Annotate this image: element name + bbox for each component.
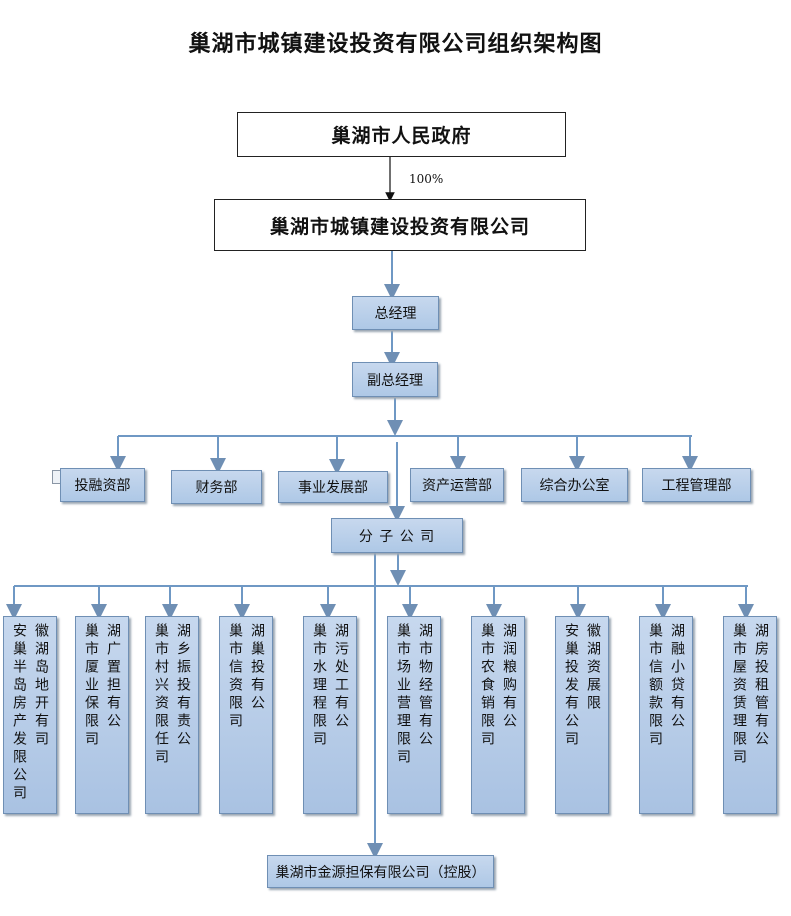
subsidiary-label-col1: 湖污处工有公 [333,623,349,731]
department-label: 资产运营部 [422,478,492,494]
deputy-general-manager-node: 副总经理 [352,362,438,397]
government-label: 巢湖市人民政府 [331,125,472,147]
subsidiary-node: 湖市物经管有公 巢市场业营理限司 [387,616,441,814]
subsidiary-label-col1: 湖巢投有公 [249,623,265,713]
department-label: 工程管理部 [661,478,732,494]
subsidiary-label-col1: 湖融小贷有公 [669,623,685,731]
deputy-general-manager-label: 副总经理 [367,372,423,389]
company-node: 巢湖市城镇建设投资有限公司 [214,199,586,251]
branch-label: 分 子 公 司 [358,528,436,545]
department-node: 投融资部 [60,468,145,502]
subsidiary-label-col2: 巢市屋资赁理限司 [731,623,747,767]
subsidiary-node: 湖污处工有公 巢市水理程限司 [303,616,357,814]
subsidiary-node: 徽湖资展限 安巢投发有公司 [555,616,609,814]
subsidiary-label-col1: 湖房投租管有公 [753,623,769,749]
ownership-label: 100% [409,172,444,186]
subsidiary-node: 湖融小贷有公 巢市信额款限司 [639,616,693,814]
holding-company-node: 巢湖市金源担保有限公司（控股） [267,855,494,888]
subsidiary-label-col1: 湖广置担有公 [105,623,121,731]
department-node: 综合办公室 [521,468,628,502]
subsidiary-label-col1: 湖乡振投有责公 [175,623,191,749]
general-manager-node: 总经理 [352,296,439,330]
subsidiary-label-col2: 安巢半岛房产发限公司 [11,623,27,803]
holding-company-label: 巢湖市金源担保有限公司（控股） [275,864,486,881]
subsidiary-label-col2: 巢市水理程限司 [311,623,327,749]
government-node: 巢湖市人民政府 [237,112,566,157]
subsidiary-label-col2: 巢市信资限司 [227,623,243,731]
subsidiary-label-col1: 徽湖岛地开有司 [33,623,49,749]
department-label: 财务部 [195,480,238,496]
subsidiary-node: 湖巢投有公 巢市信资限司 [219,616,273,814]
branch-node: 分 子 公 司 [331,518,463,553]
subsidiary-node: 湖润粮购有公 巢市农食销限司 [471,616,525,814]
department-label: 事业发展部 [298,480,368,496]
department-node: 财务部 [171,470,262,504]
subsidiary-node: 徽湖岛地开有司 安巢半岛房产发限公司 [3,616,57,814]
subsidiary-label-col2: 巢市厦业保限司 [83,623,99,749]
subsidiary-label-col2: 巢市场业营理限司 [395,623,411,767]
subsidiary-label-col2: 巢市村兴资限任司 [153,623,169,767]
subsidiary-label-col2: 巢市农食销限司 [479,623,495,749]
department-node: 资产运营部 [410,468,504,502]
subsidiary-label-col2: 巢市信额款限司 [647,623,663,749]
department-node: 事业发展部 [278,471,388,503]
subsidiary-label-col1: 湖市物经管有公 [417,623,433,749]
subsidiary-node: 湖广置担有公 巢市厦业保限司 [75,616,129,814]
subsidiary-node: 湖乡振投有责公 巢市村兴资限任司 [145,616,199,814]
subsidiary-label-col1: 徽湖资展限 [585,623,601,713]
general-manager-label: 总经理 [374,306,417,322]
department-label: 投融资部 [74,478,131,494]
subsidiary-node: 湖房投租管有公 巢市屋资赁理限司 [723,616,777,814]
department-label: 综合办公室 [539,478,610,494]
department-node: 工程管理部 [642,468,751,502]
chart-title: 巢湖市城镇建设投资有限公司组织架构图 [188,32,603,57]
subsidiary-label-col2: 安巢投发有公司 [563,623,579,749]
company-label: 巢湖市城镇建设投资有限公司 [269,215,530,238]
subsidiary-label-col1: 湖润粮购有公 [501,623,517,731]
